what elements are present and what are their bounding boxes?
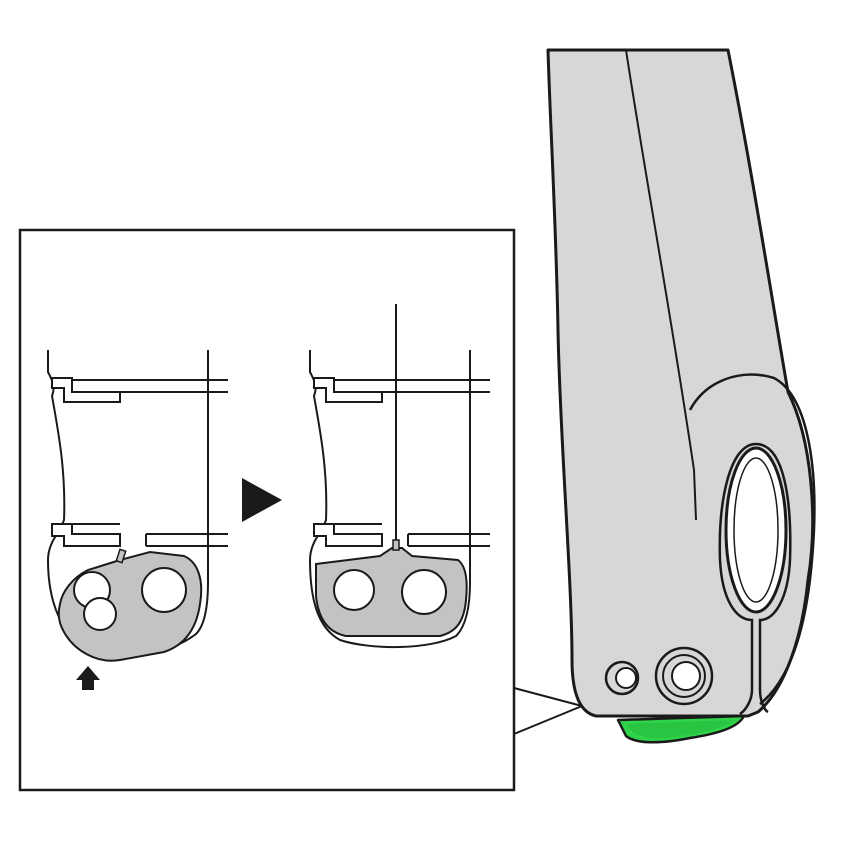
highlighted-part <box>616 714 746 744</box>
part-seated-hole-2 <box>401 569 447 615</box>
highlighted-part-shade <box>626 720 736 739</box>
small-bolt-icon <box>604 660 640 696</box>
frame-slot-hole-inner <box>733 457 779 603</box>
large-bolt-icon <box>654 646 714 706</box>
inset-box <box>18 228 516 792</box>
step-right-arrow-icon <box>242 478 282 522</box>
frame-arm <box>546 48 816 744</box>
frame-lug-outline <box>688 373 816 705</box>
panel-after <box>309 304 490 649</box>
frame-arm-crease <box>625 49 697 521</box>
callout-lines <box>513 687 583 735</box>
part-swung-hole-3 <box>141 567 187 613</box>
push-up-arrow-icon <box>76 666 100 690</box>
panel-before <box>47 350 228 690</box>
part-swung-hole-2 <box>83 597 117 631</box>
frame-slot <box>718 442 757 716</box>
frame-slot-right <box>755 442 792 714</box>
part-seated-hole-1 <box>333 569 375 611</box>
